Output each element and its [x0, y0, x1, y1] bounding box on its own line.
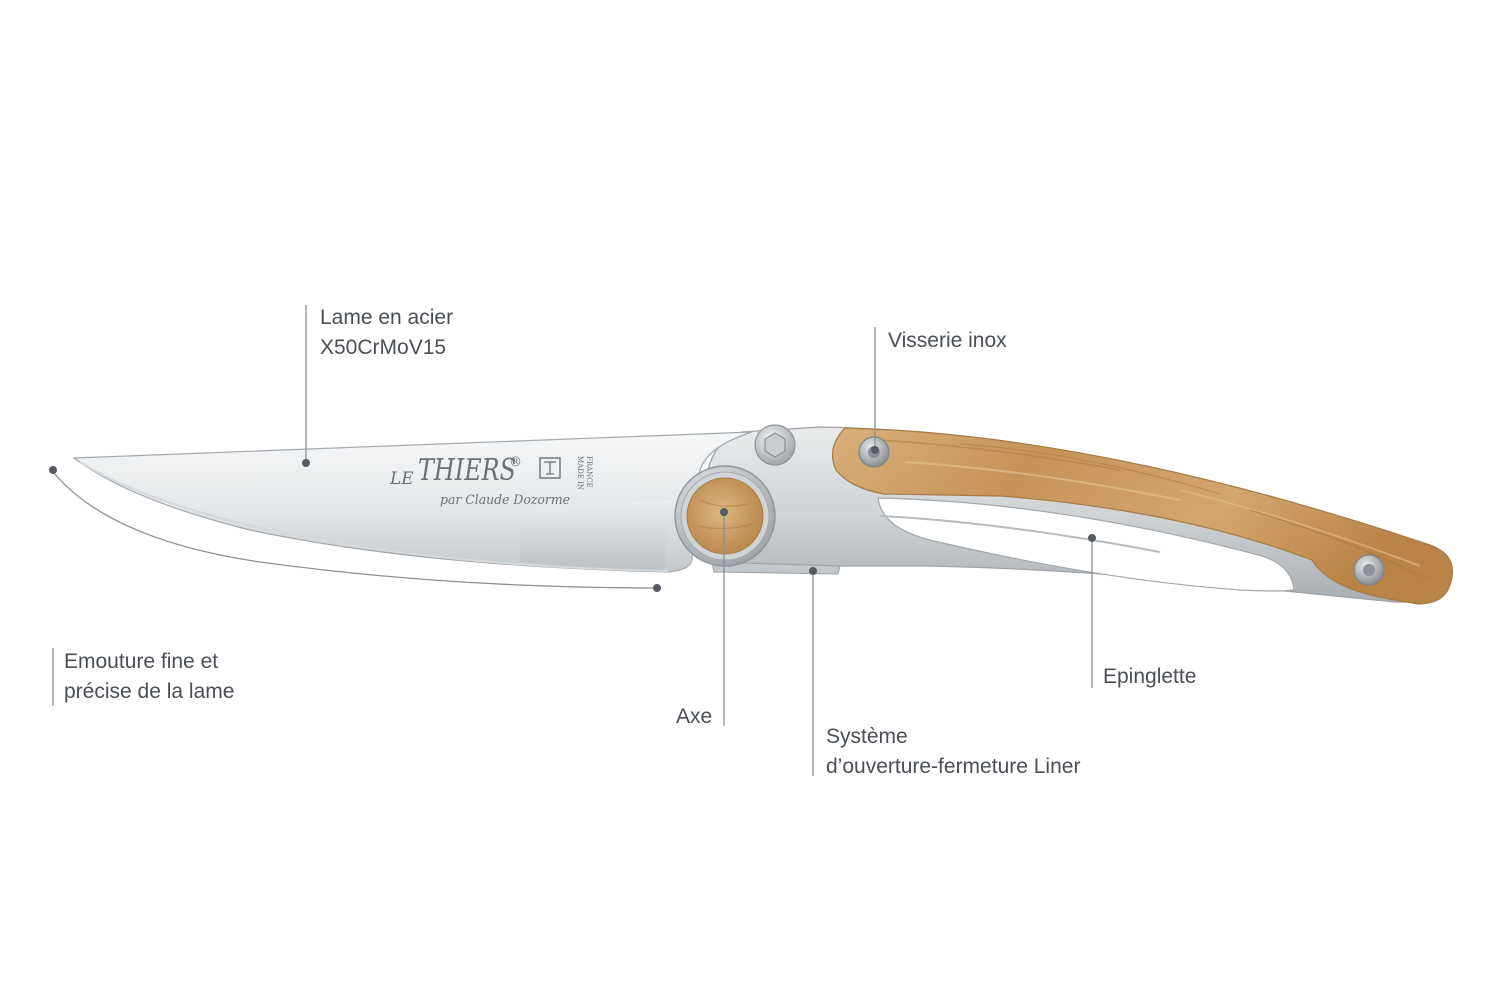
- blade-brand-thiers: THIERS: [418, 453, 516, 488]
- leader-grind-curve: [52, 471, 658, 589]
- label-grind: Emouture fine et précise de la lame: [64, 647, 234, 707]
- label-grind-line1: Emouture fine et: [64, 650, 219, 673]
- label-liner-line2: d’ouverture-fermeture Liner: [826, 755, 1081, 778]
- leader-dot-grind-start: [49, 466, 57, 474]
- label-axis-text: Axe: [676, 705, 713, 728]
- label-pin: Epinglette: [1103, 662, 1196, 692]
- label-screws-text: Visserie inox: [888, 329, 1007, 352]
- frame-cutout: [877, 497, 1295, 592]
- label-pin-text: Epinglette: [1103, 665, 1197, 688]
- label-blade-steel: Lame en acier X50CrMoV15: [320, 303, 453, 363]
- blade-registered-mark: ®: [509, 455, 522, 470]
- leader-dot-blade-steel: [302, 459, 310, 467]
- leader-dot-screws: [871, 446, 879, 454]
- blade-bevel: [520, 500, 672, 571]
- blade-signature: par Claude Dozorme: [440, 493, 570, 508]
- label-axis: Axe: [676, 702, 712, 732]
- leader-dot-axis: [720, 508, 728, 516]
- label-blade-steel-line2: X50CrMoV15: [320, 336, 447, 359]
- blade-hallmark-icon: [539, 457, 561, 479]
- blade-made-in-line2: FRANCE: [585, 456, 593, 488]
- leader-dot-pin: [1088, 534, 1096, 542]
- leader-dot-grind-end: [653, 584, 661, 592]
- leader-dot-liner: [809, 567, 817, 575]
- blade-made-in-line1: MADE IN: [576, 456, 584, 490]
- label-liner: Système d’ouverture-fermeture Liner: [826, 722, 1080, 782]
- liner-spring: [879, 515, 1161, 553]
- blade-brand-le: LE: [389, 469, 414, 489]
- label-screws: Visserie inox: [888, 326, 1007, 356]
- label-liner-line1: Système: [826, 725, 908, 748]
- blade-marking: LE THIERS ® par Claude Dozorme MADE IN F…: [389, 453, 593, 508]
- blade: LE THIERS ® par Claude Dozorme MADE IN F…: [72, 431, 753, 573]
- leader-lines: [49, 305, 1096, 776]
- handle-screw-rear: [1353, 554, 1385, 586]
- frame-bottom-spine: [711, 561, 841, 575]
- stop-pin-screw: [754, 424, 796, 466]
- pivot-axis: [674, 465, 776, 567]
- olive-wood-scale: [831, 427, 1454, 605]
- label-blade-steel-line1: Lame en acier: [320, 306, 454, 329]
- label-grind-line2: précise de la lame: [64, 680, 235, 703]
